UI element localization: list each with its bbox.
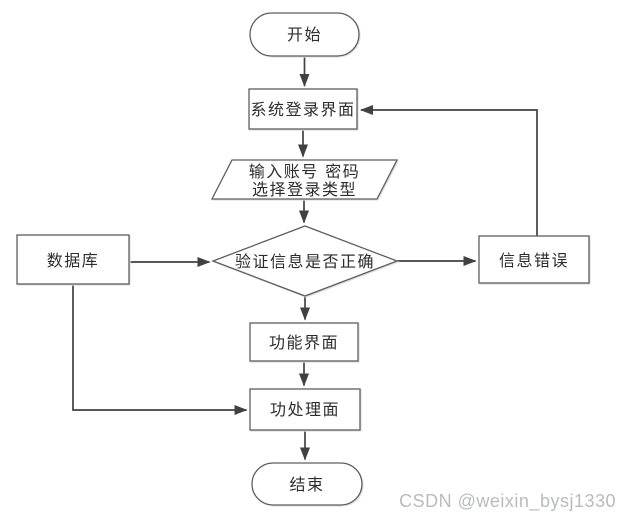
edge-database-to-process — [72, 284, 248, 415]
database-label: 数据库 — [47, 251, 100, 270]
node-process: 功处理面 — [249, 388, 361, 431]
database-process-shape — [16, 234, 130, 285]
node-input: 输入账号 密码 选择登录类型 — [210, 159, 399, 200]
input-label-line1: 输入账号 密码 — [249, 162, 361, 181]
process-label: 功处理面 — [270, 400, 340, 419]
connectors — [72, 56, 538, 461]
node-error: 信息错误 — [478, 235, 590, 284]
end-terminator-shape — [251, 462, 363, 506]
csdn-watermark: CSDN @weixin_bysj1330 — [399, 491, 616, 512]
edge-error-to-login — [360, 105, 538, 236]
start-terminator-shape — [249, 12, 360, 57]
node-function: 功能界面 — [249, 322, 359, 362]
end-label: 结束 — [289, 475, 324, 494]
error-process-shape — [478, 235, 590, 284]
node-verify: 验证信息是否正确 — [211, 225, 399, 297]
process-process-shape — [249, 388, 361, 431]
login-process-shape — [248, 88, 358, 130]
node-start: 开始 — [249, 12, 360, 57]
node-login: 系统登录界面 — [248, 88, 358, 130]
login-label: 系统登录界面 — [250, 100, 355, 119]
start-label: 开始 — [287, 25, 322, 44]
function-label: 功能界面 — [269, 333, 339, 352]
function-process-shape — [249, 322, 359, 362]
node-end: 结束 — [251, 462, 363, 506]
verify-decision-shape — [211, 225, 399, 297]
node-database: 数据库 — [16, 234, 130, 285]
error-label: 信息错误 — [499, 251, 569, 270]
input-parallelogram-shape — [210, 159, 399, 200]
verify-label: 验证信息是否正确 — [235, 252, 375, 271]
input-label-line2: 选择登录类型 — [252, 180, 357, 199]
